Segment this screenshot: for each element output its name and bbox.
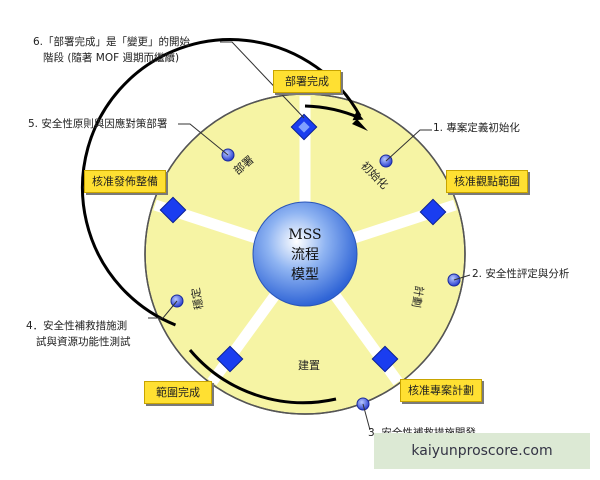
watermark: kaiyunproscore.com xyxy=(374,433,590,469)
milestone-approve-release: 核准發佈整備 xyxy=(84,170,166,193)
step-2-label: 2. 安全性評定與分析 xyxy=(472,268,570,280)
cycle-arrow-head xyxy=(352,119,368,131)
step-5-label: 5. 安全性原則與因應對策部署 xyxy=(28,118,168,130)
milestone-scope-complete: 範圍完成 xyxy=(144,381,212,404)
step-4-label-line2: 試與資源功能性測試 xyxy=(36,336,131,348)
cycle-arrow-tail xyxy=(188,349,337,405)
step-6-label-line2: 階段 (隨著 MOF 週期而繼續) xyxy=(43,52,180,64)
inner-ring-border xyxy=(144,93,466,415)
center-hub xyxy=(252,201,358,307)
center-label-line2: 流程 xyxy=(291,247,319,263)
step-6-label-line1: 6.「部署完成」是「變更」的開始 xyxy=(33,36,191,48)
milestone-approve-scope: 核准觀點範圍 xyxy=(446,170,528,193)
milestone-approve-plan: 核准專案計劃 xyxy=(400,379,482,402)
cycle-arrow-head-shaft xyxy=(304,104,364,121)
diamond-approve-scope xyxy=(419,198,447,226)
step-4-label-line1: 4．安全性補救措施測 xyxy=(26,320,128,332)
diamond-approve-plan xyxy=(371,345,399,373)
diamond-scope-complete xyxy=(216,345,244,373)
phase-label-stabilize: 穩定 xyxy=(188,287,206,311)
diamond-approve-release xyxy=(159,196,187,224)
step-1-label: 1. 專案定義初始化 xyxy=(433,122,520,134)
phase-label-build: 建置 xyxy=(298,358,320,372)
milestone-deployment-complete: 部署完成 xyxy=(273,70,341,93)
cycle-arrow xyxy=(81,38,362,327)
center-label-line1: MSS xyxy=(288,227,321,243)
phase-label-plan: 計劃 xyxy=(409,285,427,309)
center-label-line3: 模型 xyxy=(291,267,319,283)
